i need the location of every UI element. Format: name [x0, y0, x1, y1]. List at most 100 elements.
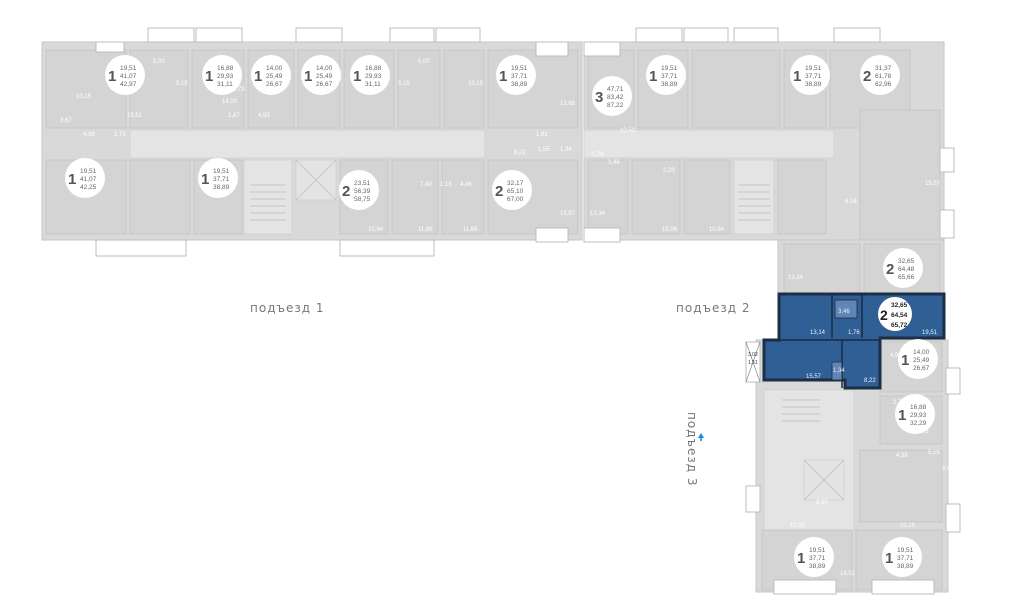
entrance-3-label: подъезд 3	[685, 412, 699, 486]
apartment-area-1: 19,51	[805, 65, 822, 72]
room-area-label: 10,94	[368, 227, 384, 233]
room-area-label: 10,15	[790, 523, 806, 529]
room-area-label: 15,06	[662, 227, 678, 233]
apartment-badge-circle	[202, 55, 242, 95]
apartment-area-2: 25,49	[316, 73, 333, 80]
room-area-label: 5,00	[942, 466, 954, 472]
stairwell-2	[738, 184, 770, 221]
apartment-rooms-count: 1	[254, 68, 262, 85]
apartment-area-2: 37,71	[661, 73, 678, 80]
apartment-rooms-count: 1	[353, 68, 361, 85]
apartment-badge-circle	[895, 394, 935, 434]
apartment-area-1: 19,51	[213, 168, 230, 175]
room-area-label: 10,15	[900, 523, 916, 529]
room-area-label: 11,86	[418, 227, 433, 233]
apartment-rooms-count: 2	[495, 183, 503, 200]
apartment-badge-circle	[860, 55, 900, 95]
apartment-area-1: 19,51	[80, 168, 97, 175]
room-area-label: 15,57	[925, 181, 941, 187]
selected-apartment[interactable]	[745, 292, 946, 390]
apartment-area-2: 37,71	[897, 555, 914, 562]
room-area-label: 10,15	[468, 81, 484, 87]
apartment-rooms-count: 1	[304, 68, 312, 85]
apartment-rooms-count: 1	[108, 68, 116, 85]
apartment-area-2: 56,39	[354, 188, 371, 195]
entrance-2-label: подъезд 2	[676, 301, 750, 315]
selected-bath: 3,46	[838, 309, 850, 315]
selected-room-a: 13,14	[810, 330, 826, 336]
apartment-rooms-count: 1	[901, 352, 909, 369]
apartment-area-2: 37,71	[511, 73, 528, 80]
apartment-area-2: 37,71	[213, 176, 230, 183]
apartment-badge-circle	[790, 55, 830, 95]
room-area-label: 1,76	[592, 152, 604, 158]
entrance-3: подъезд 3	[685, 412, 704, 486]
apartment-rooms-count: 1	[205, 68, 213, 85]
apartment-badge-circle	[251, 55, 291, 95]
apartment-rooms-count: 1	[499, 68, 507, 85]
apartment-area-3: 67,00	[507, 196, 524, 203]
apartment-area-1: 23,51	[354, 180, 371, 187]
apartment-area-3: 42,25	[80, 184, 97, 191]
room-area-label: 2,20	[663, 168, 675, 174]
apartment-area-3: 38,89	[661, 81, 678, 88]
apartment-badge-circle	[496, 55, 536, 95]
apartment-area-2: 61,78	[875, 73, 892, 80]
arrow-up-icon	[698, 433, 704, 438]
apartment-area-3: 42,97	[120, 81, 137, 88]
room-area-label: 8,22	[514, 150, 526, 156]
apartment-badge-circle	[65, 158, 105, 198]
apartment-area-2: 37,71	[809, 555, 826, 562]
room-area-label: 11,65	[463, 227, 478, 233]
apartment-area-1: 19,51	[809, 547, 826, 554]
room-area-label: 3,67	[60, 118, 72, 124]
apartment-area-1: 32,17	[507, 180, 524, 187]
apartment-area-1: 14,00	[316, 65, 333, 72]
apartment-area-3: 38,89	[805, 81, 822, 88]
apartment-area-3: 62,96	[875, 81, 892, 88]
apartment-area-3: 26,67	[913, 365, 930, 372]
room-area-label: 19,51	[840, 571, 856, 577]
apartment-rooms-count: 1	[68, 171, 76, 188]
apartment-rooms-count: 1	[797, 550, 805, 567]
room-area-label: 1,34	[560, 147, 572, 153]
apartment-area-2: 37,71	[805, 73, 822, 80]
room-area-label: 4,38	[83, 132, 95, 138]
apartment-area-1: 19,51	[120, 65, 137, 72]
apartment-area-2: 41,07	[80, 176, 97, 183]
apartment-badge-circle	[301, 55, 341, 95]
room-area-label: 14,00	[222, 99, 238, 105]
room-area-label: 5,00	[153, 59, 165, 65]
apartment-area-3: 26,67	[316, 81, 333, 88]
stairwell-3	[782, 399, 820, 422]
apartment-area-2: 64,48	[898, 266, 915, 273]
apartment-badge-circle	[646, 55, 686, 95]
room-area-label: 5,15	[398, 81, 410, 87]
apartment-area-1: 16,88	[910, 404, 927, 411]
apartment-rooms-count: 1	[649, 68, 657, 85]
apartment-rooms-count: 1	[898, 407, 906, 424]
apartment-area-2: 29,93	[365, 73, 382, 80]
